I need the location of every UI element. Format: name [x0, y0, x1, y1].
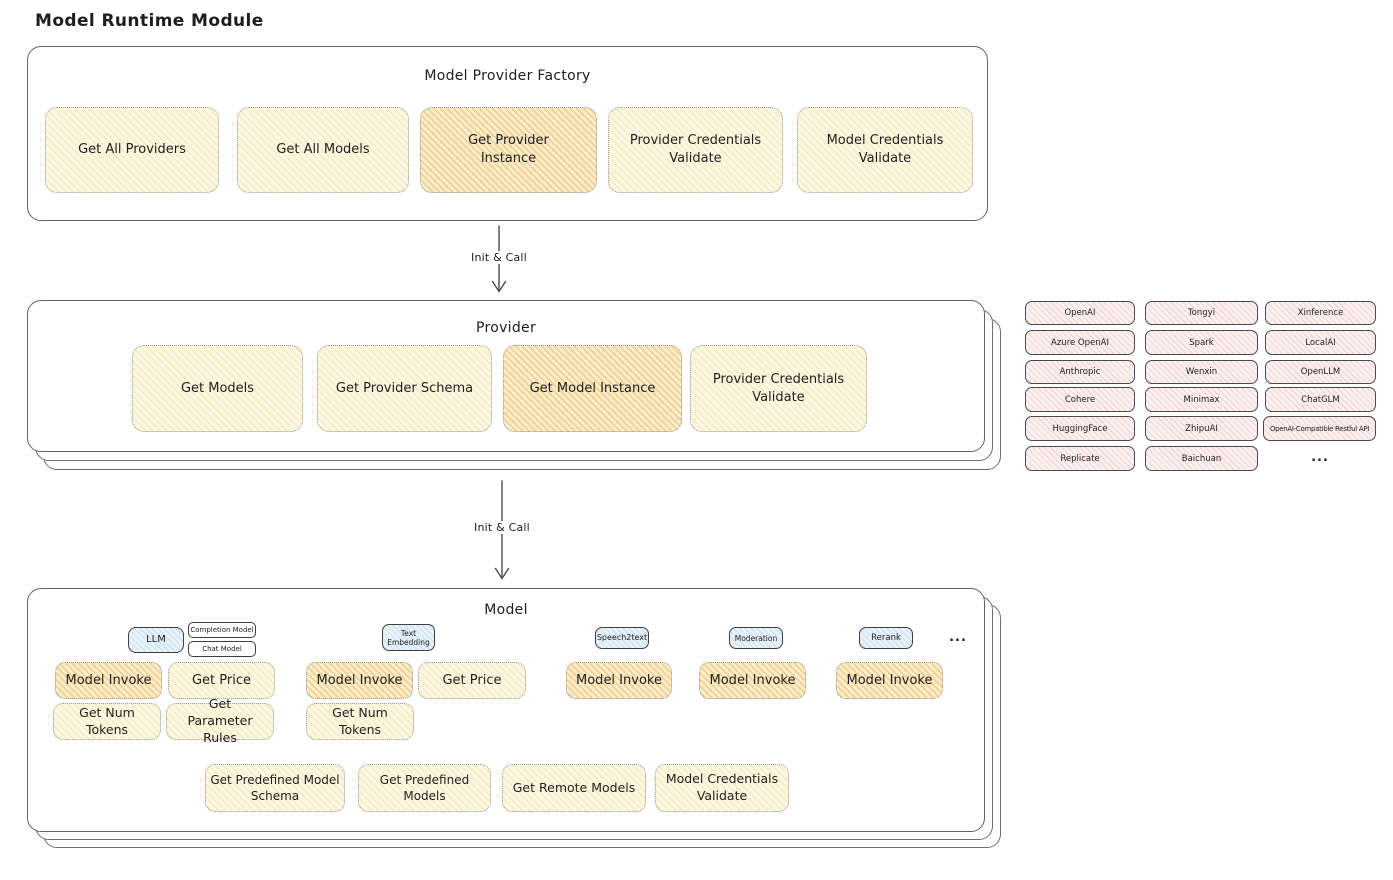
tab-moderation: Moderation: [729, 627, 783, 649]
llm-get-price-button: Get Price: [168, 662, 275, 699]
rerank-model-invoke-button: Model Invoke: [836, 662, 943, 699]
page-title: Model Runtime Module: [35, 11, 264, 31]
provider-chip-openllm: OpenLLM: [1265, 360, 1376, 384]
provider-chip-localai: LocalAI: [1265, 330, 1376, 355]
factory-provider-credentials-validate-button: Provider Credentials Validate: [608, 107, 783, 193]
provider-title: Provider: [475, 320, 537, 336]
provider-chip-wenxin: Wenxin: [1145, 360, 1258, 384]
speech2text-model-invoke-button: Model Invoke: [566, 662, 672, 699]
provider-chip-chatglm: ChatGLM: [1265, 387, 1376, 412]
embedding-get-price-button: Get Price: [418, 662, 526, 699]
provider-chip-huggingface: HuggingFace: [1025, 416, 1135, 441]
provider-chip-tongyi: Tongyi: [1145, 301, 1258, 325]
factory-get-all-providers-button: Get All Providers: [45, 107, 219, 193]
arrowhead-1: [491, 280, 507, 293]
provider-chip-openai-compatible: OpenAI-Compatible Restful API: [1263, 416, 1376, 441]
factory-model-credentials-validate-button: Model Credentials Validate: [797, 107, 973, 193]
provider-chip-xinference: Xinference: [1265, 301, 1376, 325]
provider-get-models-button: Get Models: [132, 345, 303, 432]
tab-llm: LLM: [128, 627, 184, 653]
model-tabs-more-label: ...: [949, 630, 967, 645]
llm-get-num-tokens-button: Get Num Tokens: [53, 703, 161, 740]
arrowhead-2: [494, 567, 510, 580]
factory-title: Model Provider Factory: [424, 68, 591, 84]
tab-rerank: Rerank: [859, 627, 913, 649]
model-title: Model: [484, 602, 528, 618]
provider-list-more-label: ...: [1311, 450, 1329, 465]
provider-chip-openai: OpenAI: [1025, 301, 1135, 325]
init-call-label-2: Init & Call: [471, 521, 533, 534]
get-predefined-model-schema-button: Get Predefined Model Schema: [205, 764, 345, 812]
factory-get-provider-instance-button: Get Provider Instance: [420, 107, 597, 193]
tab-speech2text: Speech2text: [595, 627, 649, 649]
init-call-label-1: Init & Call: [468, 251, 530, 264]
provider-chip-zhipuai: ZhipuAI: [1145, 416, 1258, 441]
llm-model-invoke-button: Model Invoke: [55, 662, 162, 699]
embedding-get-num-tokens-button: Get Num Tokens: [306, 703, 414, 740]
get-remote-models-button: Get Remote Models: [502, 764, 646, 812]
provider-chip-baichuan: Baichuan: [1145, 446, 1258, 471]
provider-chip-spark: Spark: [1145, 330, 1258, 355]
model-credentials-validate-button: Model Credentials Validate: [655, 764, 789, 812]
tab-chat-model: Chat Model: [188, 641, 256, 657]
provider-get-model-instance-button: Get Model Instance: [503, 345, 682, 432]
llm-get-parameter-rules-button: Get Parameter Rules: [166, 696, 274, 745]
provider-chip-replicate: Replicate: [1025, 446, 1135, 471]
provider-chip-azure-openai: Azure OpenAI: [1025, 330, 1135, 355]
provider-get-provider-schema-button: Get Provider Schema: [317, 345, 492, 432]
provider-chip-cohere: Cohere: [1025, 387, 1135, 412]
tab-completion-model: Completion Model: [188, 622, 256, 638]
moderation-model-invoke-button: Model Invoke: [699, 662, 806, 699]
get-predefined-models-button: Get Predefined Models: [358, 764, 491, 812]
tab-text-embedding: Text Embedding: [382, 624, 435, 651]
embedding-model-invoke-button: Model Invoke: [306, 662, 413, 699]
provider-provider-credentials-validate-button: Provider Credentials Validate: [690, 345, 867, 432]
factory-get-all-models-button: Get All Models: [237, 107, 409, 193]
provider-chip-anthropic: Anthropic: [1025, 360, 1135, 384]
provider-chip-minimax: Minimax: [1145, 387, 1258, 412]
